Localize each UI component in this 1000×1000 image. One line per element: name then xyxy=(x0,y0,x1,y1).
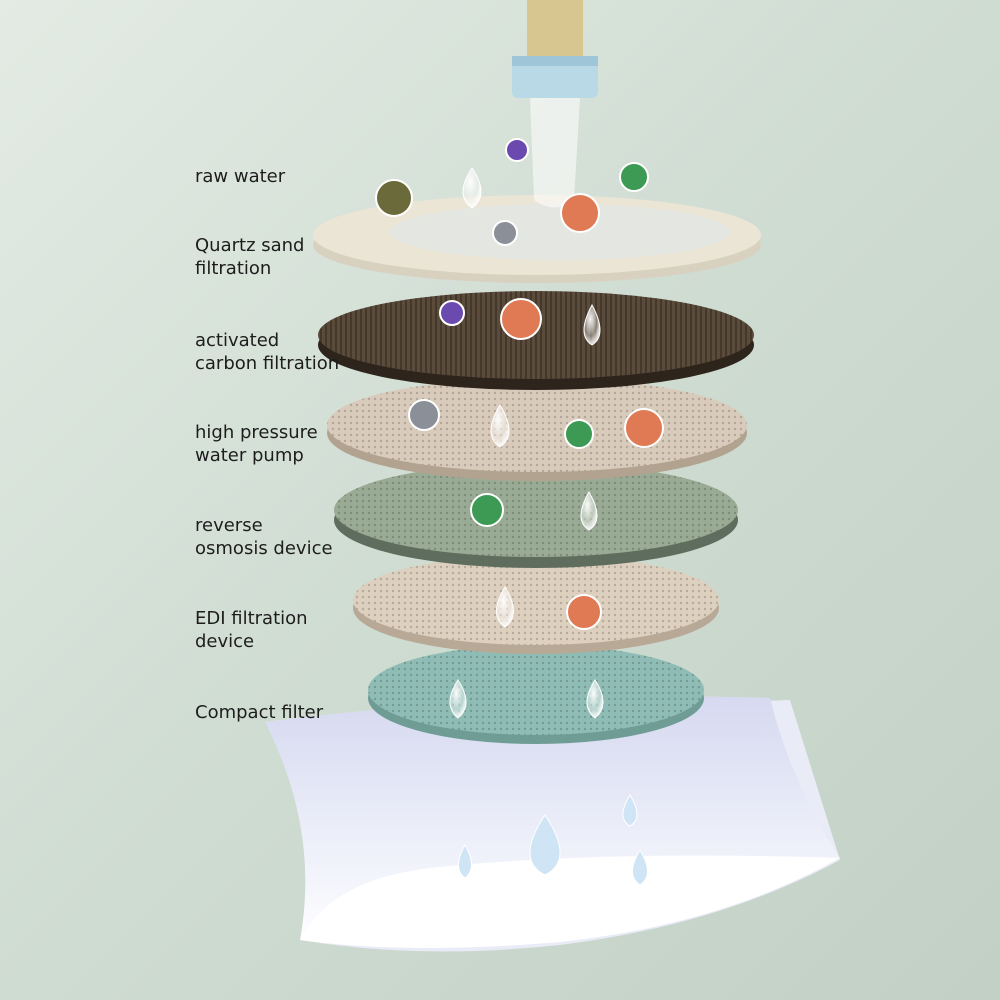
label-line: water pump xyxy=(195,445,304,466)
water-pipe xyxy=(512,0,598,208)
contaminant-bubbles xyxy=(375,138,664,630)
label-reverse-osmosis: reverse osmosis device xyxy=(195,514,333,560)
water-droplets xyxy=(449,167,648,886)
label-line: reverse xyxy=(195,515,263,536)
reverse-osmosis-disc xyxy=(334,463,738,568)
label-line: high pressure xyxy=(195,422,318,443)
label-line: raw water xyxy=(195,166,286,187)
label-line: EDI filtration xyxy=(195,608,308,629)
label-line: device xyxy=(195,631,255,652)
label-high-pressure: high pressure water pump xyxy=(195,421,318,467)
label-line: Quartz sand xyxy=(195,235,305,256)
label-line: carbon filtration xyxy=(195,353,340,374)
label-raw-water: raw water xyxy=(195,165,285,188)
high-pressure-disc xyxy=(327,378,747,481)
label-compact-filter: Compact filter xyxy=(195,701,323,724)
label-line: filtration xyxy=(195,258,272,279)
label-edi: EDI filtration device xyxy=(195,607,308,653)
quartz-sand-disc xyxy=(313,195,761,283)
label-line: Compact filter xyxy=(195,702,324,723)
label-line: activated xyxy=(195,330,280,351)
compact-filter-sheet xyxy=(265,696,840,952)
label-activated-carbon: activated carbon filtration xyxy=(195,329,339,375)
label-quartz-sand: Quartz sand filtration xyxy=(195,234,304,280)
edi-disc xyxy=(353,555,719,654)
compact-filter-disc xyxy=(368,645,704,744)
label-line: osmosis device xyxy=(195,538,333,559)
activated-carbon-disc xyxy=(318,291,754,390)
